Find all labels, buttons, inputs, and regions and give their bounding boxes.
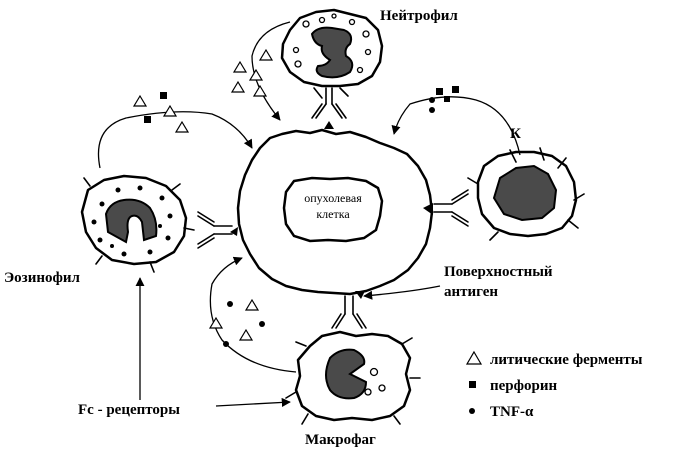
neutrophil-granule <box>318 16 326 24</box>
neutrophil-granule <box>356 66 364 74</box>
eosinophil-granule <box>97 237 103 243</box>
eosinophil-granule <box>165 235 171 241</box>
neutrophil-nucleus <box>310 26 354 79</box>
k-cell-label: К <box>510 126 521 142</box>
eosinophil-granule <box>99 201 105 207</box>
legend-tnf: TNF-α <box>490 404 534 420</box>
tumor-nucleus <box>282 176 384 243</box>
surface-antigen-label-line2: антиген <box>444 284 498 300</box>
eosinophil-outline <box>80 174 188 266</box>
neutrophil-granule <box>292 46 300 54</box>
eosinophil-granule <box>147 249 153 255</box>
legend-square-icon <box>469 381 476 388</box>
surface-antigen-top <box>324 121 334 129</box>
legend: литические ферменты перфорин TNF-α <box>465 350 643 420</box>
macrophage-label: Макрофаг <box>305 432 376 448</box>
macrophage-particles <box>208 298 265 347</box>
macrophage-nucleus <box>325 348 368 400</box>
macrophage-vacuole <box>378 384 386 392</box>
arrow-k-to-tumor <box>391 96 521 156</box>
antibody-right <box>433 189 469 227</box>
eosinophil-granule <box>159 195 165 201</box>
legend-triangle-icon <box>465 350 483 365</box>
tumor-label-line1: опухолевая <box>304 191 362 205</box>
neutrophil-granule <box>362 30 370 38</box>
eosinophil-granule <box>167 213 173 219</box>
neutrophil-cell: Нейтрофил <box>280 8 458 88</box>
antibody-top <box>311 87 347 119</box>
tumor-label-line2: клетка <box>316 207 350 221</box>
eosinophil-granule <box>121 251 127 257</box>
eosinophil-cell: Эозинофил <box>4 174 195 286</box>
legend-lytic-enzymes: литические ферменты <box>490 352 643 368</box>
eosinophil-granule <box>137 185 143 191</box>
neutrophil-label: Нейтрофил <box>380 8 458 24</box>
macrophage-vacuole <box>369 367 379 377</box>
neutrophil-granule <box>348 18 356 26</box>
eosinophil-granule <box>115 187 121 193</box>
arrow-eosinophil-to-tumor <box>97 111 253 169</box>
k-cell-receptor <box>467 147 585 241</box>
antibody-bottom <box>331 295 367 329</box>
k-cell-particles <box>429 86 459 113</box>
surface-antigen-label-line1: Поверхностный <box>444 264 553 280</box>
arrow-macrophage-to-tumor <box>209 256 297 373</box>
k-cell-nucleus <box>492 164 558 222</box>
surface-antigen-left <box>230 227 238 236</box>
eosinophil-nucleus <box>104 198 158 244</box>
eosinophil-granule <box>158 224 162 228</box>
neutrophil-granule <box>302 20 310 28</box>
neutrophil-granule <box>294 60 302 68</box>
macrophage-vacuole <box>364 388 372 396</box>
arrow-fc-to-macrophage <box>215 397 291 407</box>
macrophage-cell: Макрофаг <box>285 330 421 448</box>
fc-receptors-label: Fc - рецепторы <box>78 402 180 418</box>
neutrophil-fc-receptor <box>313 87 349 99</box>
legend-dot-icon <box>469 408 475 414</box>
eosinophil-receptor <box>83 177 195 273</box>
eosinophil-granule <box>91 219 97 225</box>
arrow-surface-antigen <box>363 285 441 300</box>
surface-antigen-right <box>423 203 433 215</box>
legend-perforin: перфорин <box>490 378 558 394</box>
macrophage-receptor <box>285 337 421 425</box>
eosinophil-particles <box>132 92 190 133</box>
tumor-cell: опухолевая клетка <box>230 121 434 299</box>
eosinophil-label: Эозинофил <box>4 270 81 286</box>
eosinophil-granule <box>110 244 114 248</box>
neutrophil-granule <box>364 48 372 56</box>
neutrophil-granule <box>331 13 337 19</box>
neutrophil-enzymes <box>230 48 274 97</box>
k-cell: К <box>467 126 585 241</box>
surface-antigen-bottom <box>355 291 365 299</box>
arrow-neutrophil-to-tumor <box>251 21 291 121</box>
antibody-left <box>197 211 233 249</box>
